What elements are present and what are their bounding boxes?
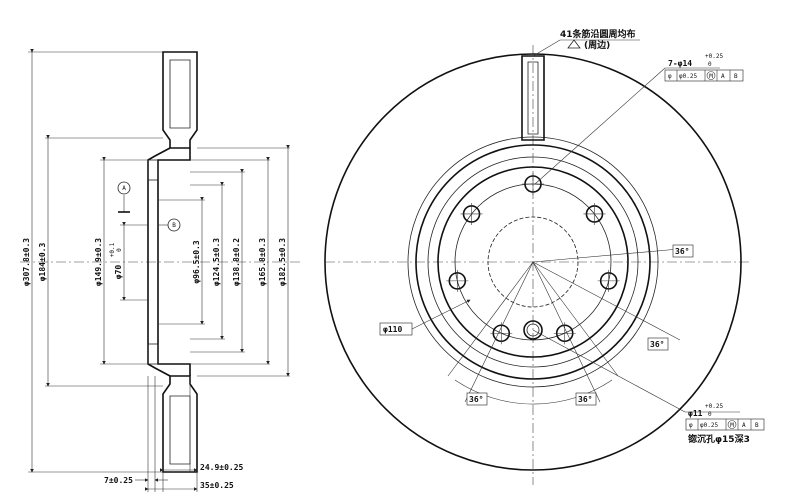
countersink-note: 锪沉孔φ15深3 xyxy=(688,433,750,445)
datum-b-circle xyxy=(167,218,181,232)
vent-note-flag xyxy=(567,39,581,49)
hole-callout-label: 7-φ14 xyxy=(668,59,692,68)
vent-note-line2: (周边) xyxy=(584,39,610,51)
countersink-outer xyxy=(523,320,543,340)
side-dimension-lines xyxy=(30,49,290,473)
dim-184: φ184±0.3 xyxy=(38,243,47,282)
vent-note-leader xyxy=(532,39,561,57)
bottom-callout-tol-lower: 0 xyxy=(708,411,712,418)
front-view: 36° 36° 36° 36° φ110 41条筋沿圆周均布 (周边) 7-φ1… xyxy=(324,28,765,485)
datum-a-label: A xyxy=(122,185,126,192)
dim-182: φ182.5±0.3 xyxy=(278,238,287,286)
fcf1-datum-b: B xyxy=(734,73,738,80)
datum-a-circle xyxy=(117,181,131,195)
hat-profile xyxy=(147,147,171,377)
pcd-label: φ110 xyxy=(383,325,402,334)
fcf1-mod: M xyxy=(709,73,713,80)
angle-bottom-left: 36° xyxy=(469,395,483,404)
fcf2-datum-b: B xyxy=(755,422,759,429)
angle-arc xyxy=(454,379,613,405)
angle-right: 36° xyxy=(675,247,689,256)
datum-b-label: B xyxy=(172,222,176,229)
dim-96: φ96.5±0.3 xyxy=(192,240,201,284)
dim-7: 7±0.25 xyxy=(104,476,133,485)
hat-inner xyxy=(157,148,191,376)
vent-slot-detail xyxy=(521,55,545,141)
outer-edge xyxy=(324,53,742,471)
fcf2-tol: φ0.25 xyxy=(700,422,718,429)
fcf2-mod: M xyxy=(730,422,734,429)
countersink-hole xyxy=(526,323,540,337)
fcf1-tol: φ0.25 xyxy=(679,73,697,80)
bottom-callout-leader xyxy=(532,329,686,413)
bore-tol-lower: 0 xyxy=(116,248,123,252)
bottom-dim-lines xyxy=(135,376,198,492)
friction-ring-bottom xyxy=(162,375,198,473)
dim-70: φ70 xyxy=(114,265,123,280)
angle-lower-right: 36° xyxy=(650,340,664,349)
angle-bottom-right: 36° xyxy=(578,395,592,404)
hub-face-edge xyxy=(437,166,629,358)
dim-24-9: 24.9±0.25 xyxy=(200,463,244,472)
bolt-holes xyxy=(446,173,620,345)
hub-face-hatch-top xyxy=(147,159,159,181)
ring-inner-edge xyxy=(407,136,659,388)
pcd-leader xyxy=(409,299,471,331)
friction-ring-top xyxy=(162,51,198,149)
hole-callout-tol-lower: 0 xyxy=(708,61,712,68)
vent-slot-inner xyxy=(527,61,539,135)
dim-307: φ307.8±0.3 xyxy=(22,238,31,286)
fcf2-symbol: φ xyxy=(689,422,693,429)
vent-slot-bottom xyxy=(169,395,191,465)
hat-step xyxy=(427,156,639,368)
bottom-callout-label: φ11 xyxy=(688,409,703,418)
fcf1-symbol: φ xyxy=(668,73,672,80)
dim-124: φ124.5±0.3 xyxy=(212,238,221,286)
hole-callout-fcf: φ φ0.25 M A B xyxy=(664,69,744,82)
vent-note-line1: 41条筋沿圆周均布 xyxy=(560,28,636,40)
bore-tol-upper: +0.1 xyxy=(109,242,116,257)
fcf1-datum-a: A xyxy=(721,73,725,80)
angle-radials xyxy=(447,247,691,403)
hole-callout-tol-upper: +0.25 xyxy=(705,53,723,60)
pcd-box xyxy=(379,322,413,336)
bottom-callout-fcf: φ φ0.25 M A B xyxy=(685,418,765,431)
dim-149: φ149.9±0.3 xyxy=(94,238,103,286)
hat-outer-edge xyxy=(415,144,651,380)
side-extension-lines xyxy=(28,51,290,473)
hub-face-hatch-bottom xyxy=(147,343,159,365)
hole-callout-leader xyxy=(534,67,666,185)
fcf2-datum-a: A xyxy=(742,422,746,429)
dim-165: φ165.8±0.3 xyxy=(258,238,267,286)
side-section-view: φ307.8±0.3 φ184±0.3 φ149.9±0.3 φ70 +0.1 … xyxy=(20,49,300,492)
center-bore xyxy=(487,216,579,308)
bottom-callout-tol-upper: +0.25 xyxy=(705,403,723,410)
vent-slot-top xyxy=(169,59,191,129)
angle-labels: 36° 36° 36° 36° xyxy=(466,244,694,406)
dim-35: 35±0.25 xyxy=(200,481,234,490)
dim-138: φ138.8±0.2 xyxy=(232,238,241,286)
